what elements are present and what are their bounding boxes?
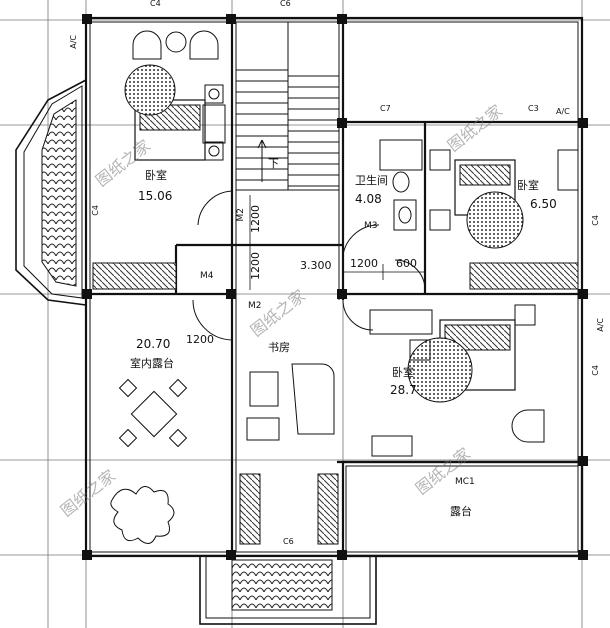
bed-main — [369, 304, 545, 457]
dimension-600: 600 — [396, 257, 417, 270]
bed-left — [124, 64, 226, 161]
bay-window-bottom — [199, 555, 377, 625]
terrace-table — [110, 378, 188, 544]
chairs-top-left — [132, 30, 219, 60]
dimension-1200-d: 1200 — [350, 257, 378, 270]
room-name-study: 书房 — [268, 341, 290, 354]
wardrobes — [92, 262, 579, 545]
window-label-c4-right-a: C4 — [591, 215, 600, 226]
dimension-1200-c: 1200 — [186, 333, 214, 346]
window-label-c6-bottom: C6 — [283, 537, 294, 546]
door-label-m3: M3 — [364, 221, 378, 231]
room-name-bathroom: 卫生间 — [355, 174, 388, 187]
room-name-bedroom-left: 卧室 — [145, 169, 167, 182]
room-area-bedroom-right: 6.50 — [530, 197, 557, 211]
window-label-c4-left: C4 — [91, 205, 100, 216]
columns — [82, 14, 588, 560]
window-label-c4-top: C4 — [150, 0, 161, 8]
window-label-c4-right-b: C4 — [591, 365, 600, 376]
room-area-bathroom: 4.08 — [355, 192, 382, 206]
ac-label-right-mid: A/C — [596, 318, 605, 332]
window-label-c6-top: C6 — [280, 0, 291, 8]
room-area-bedroom-left: 15.06 — [138, 189, 173, 203]
bathroom-fixtures — [379, 139, 423, 231]
window-label-c7: C7 — [380, 104, 391, 113]
ac-label-left: A/C — [69, 35, 78, 49]
room-name-bedroom-right: 卧室 — [517, 179, 539, 192]
dimension-1200-b: 1200 — [249, 252, 262, 280]
room-name-bedroom-main: 卧室 — [392, 366, 414, 379]
dimension-1200-a: 1200 — [249, 205, 262, 233]
room-area-bedroom-main: 28.7 — [390, 383, 417, 397]
bed-right — [429, 149, 579, 249]
elevation-mark: 3.300 — [300, 259, 332, 272]
stair — [235, 21, 340, 191]
ac-label-right-top: A/C — [556, 107, 570, 116]
window-label-c3: C3 — [528, 104, 539, 113]
door-label-m2-lower: M2 — [248, 301, 262, 311]
door-label-m4: M4 — [200, 271, 214, 281]
door-swings — [192, 190, 426, 341]
room-area-terrace: 20.70 — [136, 337, 171, 351]
stair-direction-label: 下 — [268, 157, 279, 170]
room-name-balcony: 露台 — [450, 505, 472, 518]
dimension-lines — [249, 195, 425, 290]
room-name-terrace: 室内露台 — [130, 357, 174, 370]
door-label-m2-upper: M2 — [236, 208, 246, 222]
study-furniture — [246, 363, 335, 441]
bay-window-left — [15, 78, 87, 306]
door-label-mc1: MC1 — [455, 477, 475, 487]
